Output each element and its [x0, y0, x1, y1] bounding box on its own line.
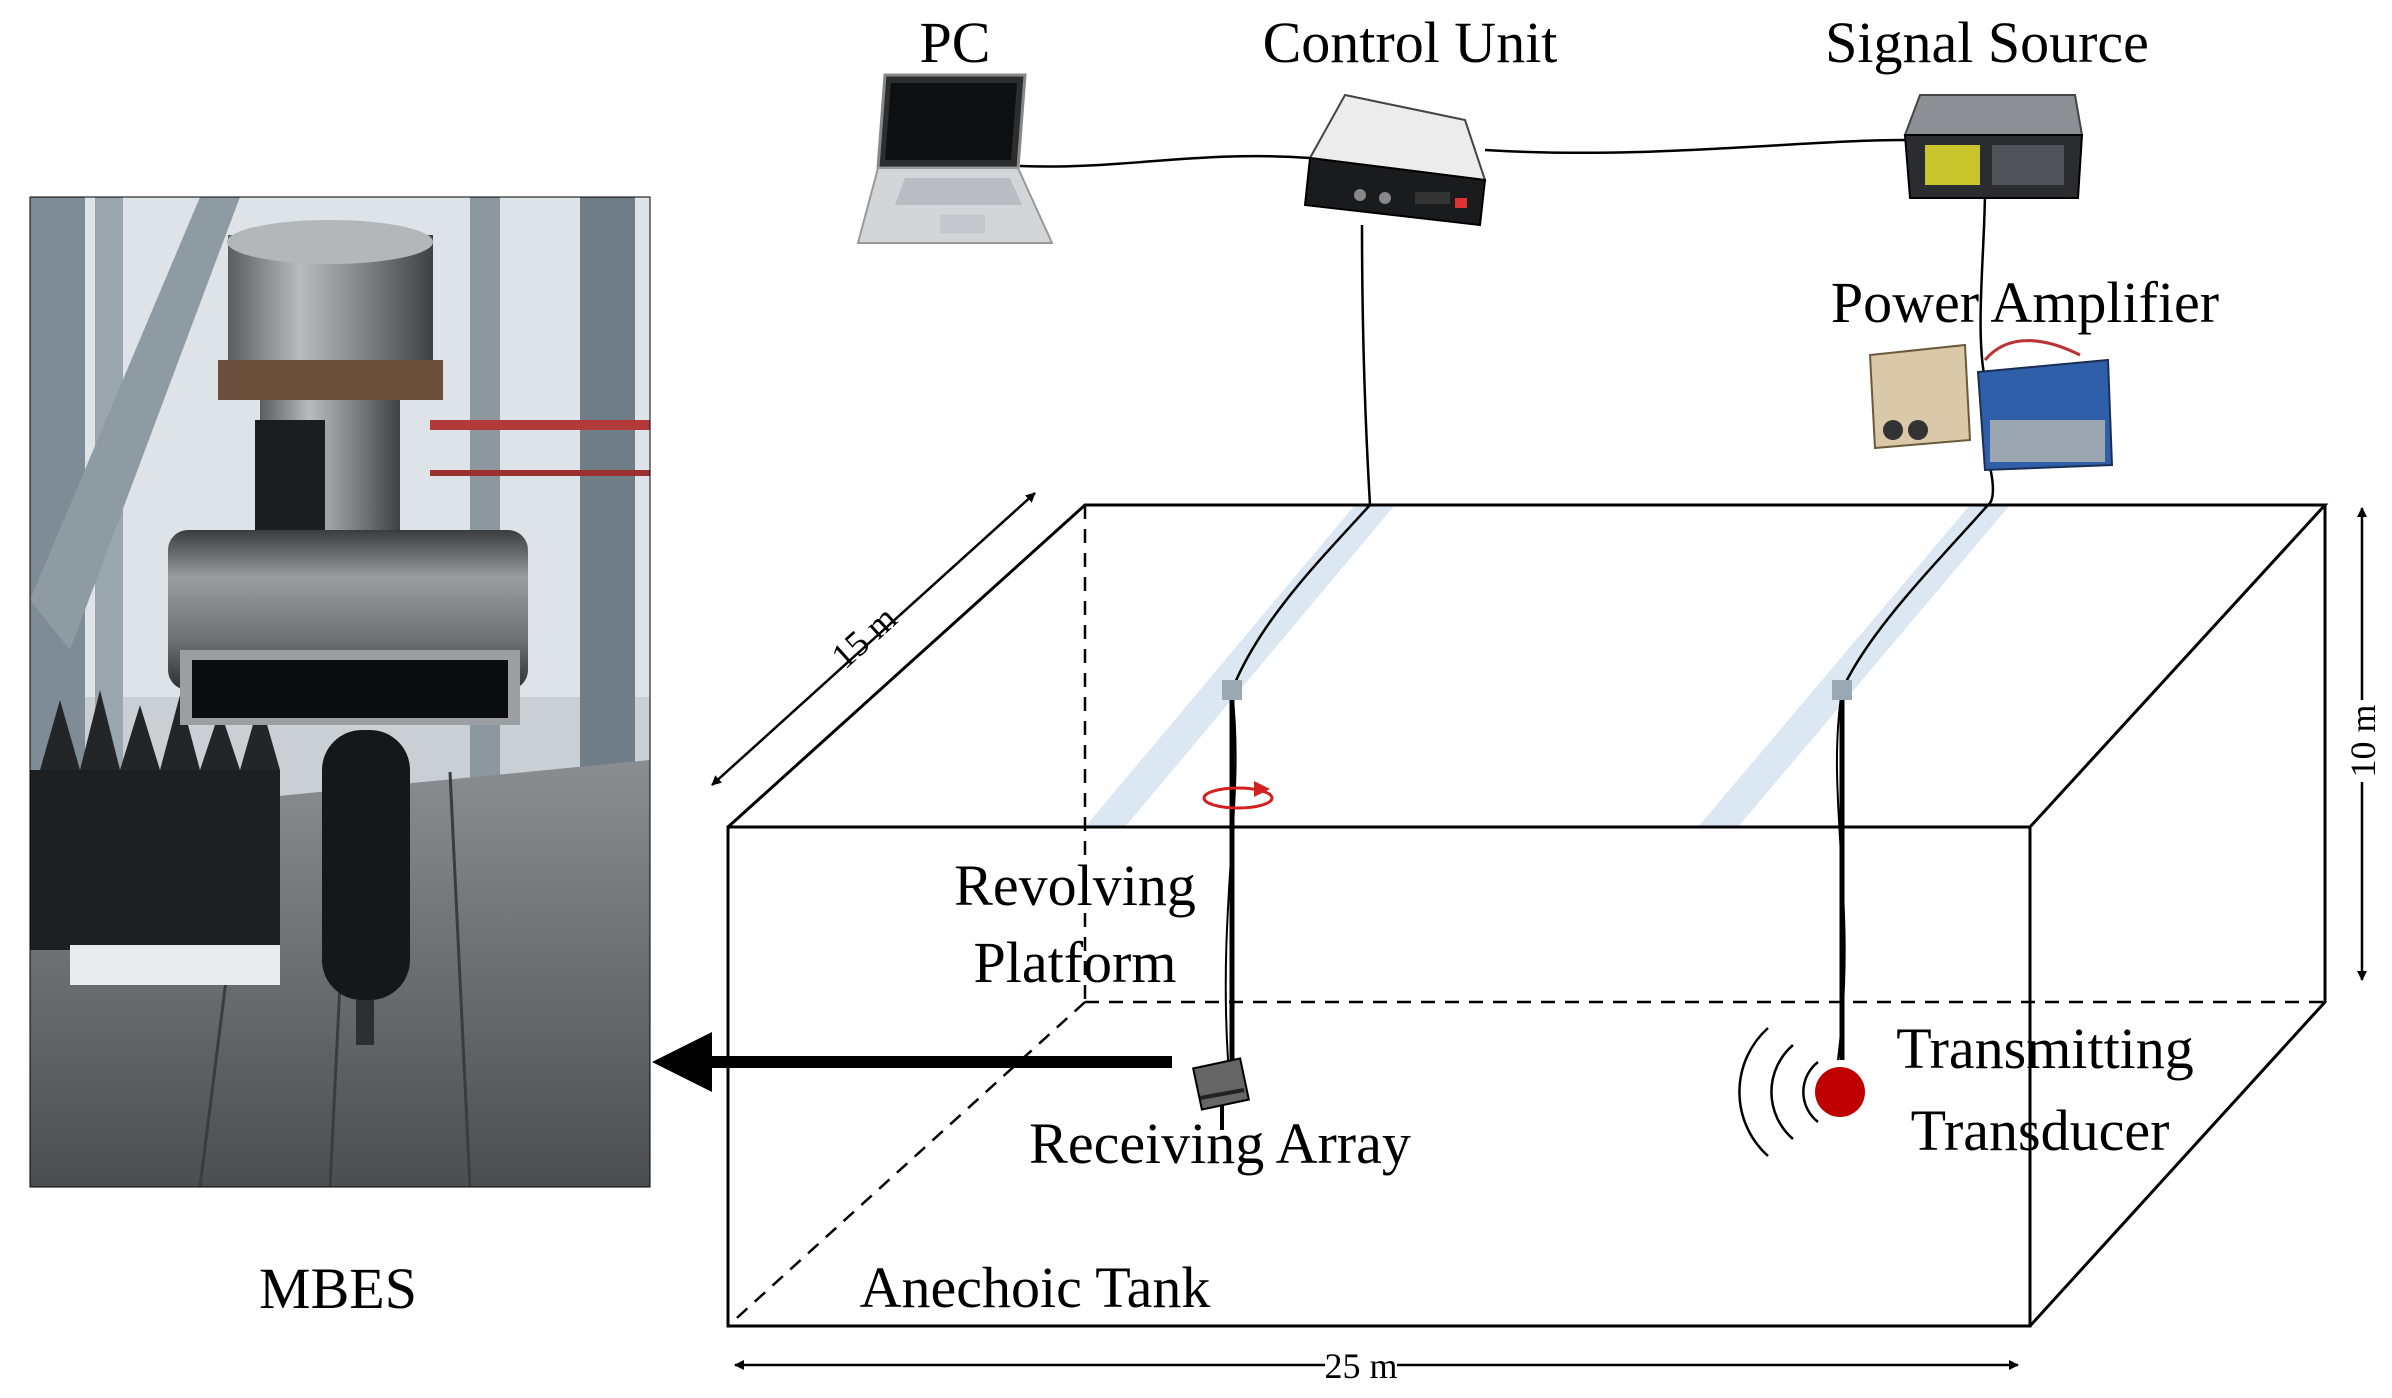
- receiving-array-icon: [1191, 1057, 1251, 1130]
- transducer-icon: [1815, 1067, 1865, 1117]
- dim-height-label: 10 m: [2343, 704, 2383, 777]
- anechoic-tank-label: Anechoic Tank: [860, 1255, 1211, 1320]
- pc-label: PC: [920, 10, 991, 75]
- dim-length-label: 25 m: [1324, 1346, 1397, 1386]
- sound-wave-icon: [1738, 1027, 1819, 1157]
- laptop-icon: [856, 73, 1054, 244]
- rail-left: [1085, 505, 1395, 827]
- receiving-rod: [1222, 680, 1242, 1070]
- power-amplifier-label: Power Amplifier: [1831, 270, 2219, 335]
- cables: [1019, 138, 1995, 691]
- signal-source-label: Signal Source: [1825, 10, 2149, 75]
- mbes-photo: [29, 196, 651, 1188]
- transmitting-transducer-label-line2: Transducer: [1911, 1098, 2170, 1163]
- power-amplifier-icon: [1868, 339, 2114, 472]
- signal-source-icon: [1903, 94, 2084, 199]
- anechoic-tank: [727, 505, 2325, 1327]
- revolving-platform-label-line1: Revolving: [954, 853, 1196, 918]
- control-unit-label: Control Unit: [1263, 10, 1558, 75]
- dim-depth-arrow: [711, 492, 1036, 786]
- transmitting-transducer-label-line1: Transmitting: [1896, 1016, 2194, 1081]
- receiving-array-label: Receiving Array: [1029, 1111, 1411, 1176]
- revolving-platform-label-line2: Platform: [974, 930, 1177, 995]
- mbes-label: MBES: [259, 1256, 417, 1321]
- rotation-icon: [1202, 781, 1274, 810]
- transmitting-rod: [1832, 680, 1852, 1061]
- dim-depth-label: 15 m: [823, 598, 904, 677]
- control-unit-icon: [1303, 93, 1487, 227]
